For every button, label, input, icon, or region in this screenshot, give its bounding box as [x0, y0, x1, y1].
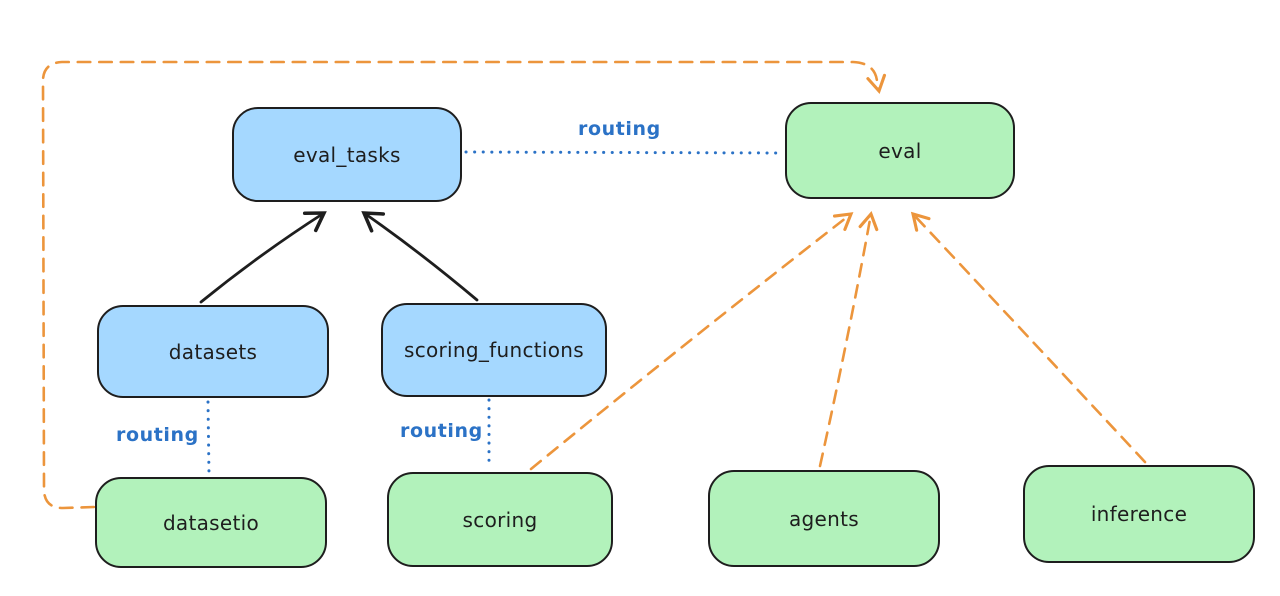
edge-scoring-to-eval — [529, 212, 854, 471]
node-datasets-label: datasets — [168, 339, 258, 364]
node-eval-tasks: eval_tasks — [232, 107, 462, 202]
routing-label-eval-tasks-eval: routing — [578, 118, 661, 140]
node-agents-label: agents — [789, 506, 859, 531]
node-eval-tasks-label: eval_tasks — [293, 142, 401, 167]
routing-label-datasets-datasetio: routing — [116, 424, 199, 446]
node-inference: inference — [1023, 465, 1255, 563]
edge-datasetio-to-eval — [41, 60, 887, 510]
routing-label-scoring-functions-scoring: routing — [400, 420, 483, 442]
edge-datasets-to-datasetio-routing — [206, 400, 211, 476]
node-datasetio: datasetio — [95, 477, 327, 568]
node-inference-label: inference — [1090, 502, 1188, 526]
edge-scoring-functions-to-eval-tasks — [361, 211, 479, 302]
node-agents: agents — [708, 470, 940, 567]
node-datasets: datasets — [97, 305, 329, 398]
edge-datasets-to-eval-tasks — [199, 211, 327, 304]
edge-agents-to-eval — [818, 210, 879, 468]
node-datasetio-label: datasetio — [162, 510, 260, 535]
node-scoring-label: scoring — [462, 507, 538, 532]
node-scoring: scoring — [387, 472, 613, 567]
edge-inference-to-eval — [910, 211, 1147, 464]
node-scoring-functions-label: scoring_functions — [403, 338, 585, 362]
node-scoring-functions: scoring_functions — [381, 303, 607, 397]
node-eval: eval — [785, 102, 1015, 199]
node-eval-label: eval — [878, 138, 922, 163]
edge-eval-tasks-to-eval-routing — [464, 150, 785, 155]
